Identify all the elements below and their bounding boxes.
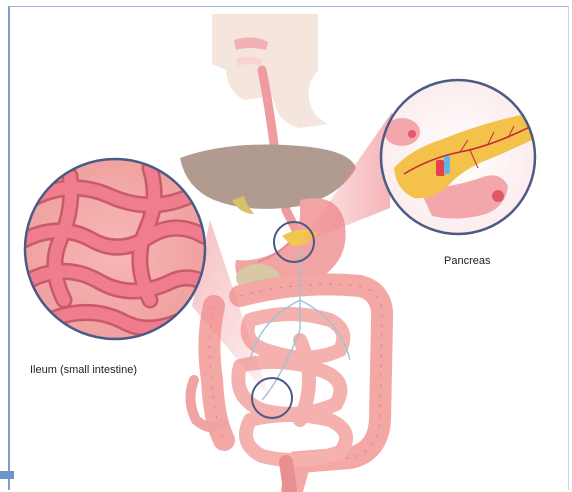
liver	[180, 145, 356, 209]
rectum	[286, 462, 290, 490]
ileum-callout-circle	[24, 157, 210, 339]
pancreas-callout-circle	[381, 80, 553, 234]
ileum-label: Ileum (small intestine)	[30, 364, 137, 376]
pancreas-label: Pancreas	[444, 255, 490, 267]
